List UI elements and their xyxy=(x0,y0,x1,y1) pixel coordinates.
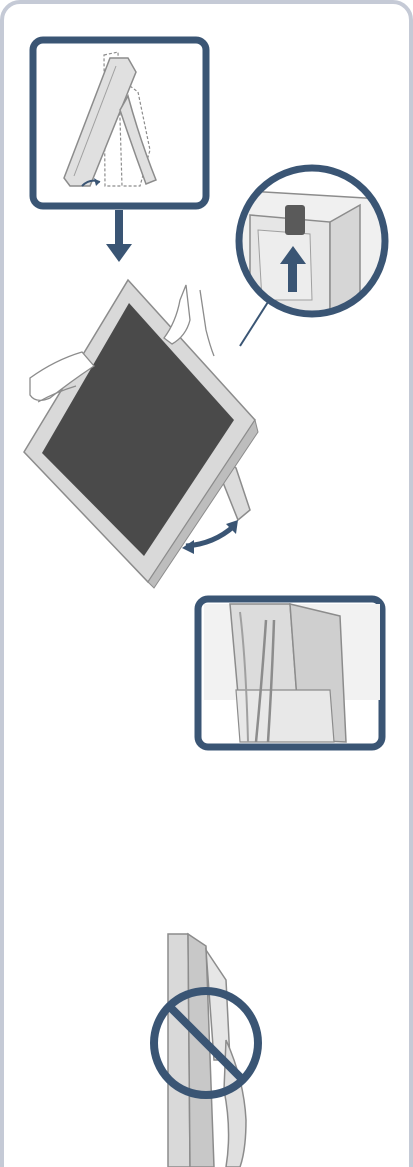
inset-stand-folded xyxy=(33,40,206,206)
inset-cable-routing xyxy=(198,599,382,747)
release-tab xyxy=(285,205,305,235)
monitor-side xyxy=(168,934,190,1167)
